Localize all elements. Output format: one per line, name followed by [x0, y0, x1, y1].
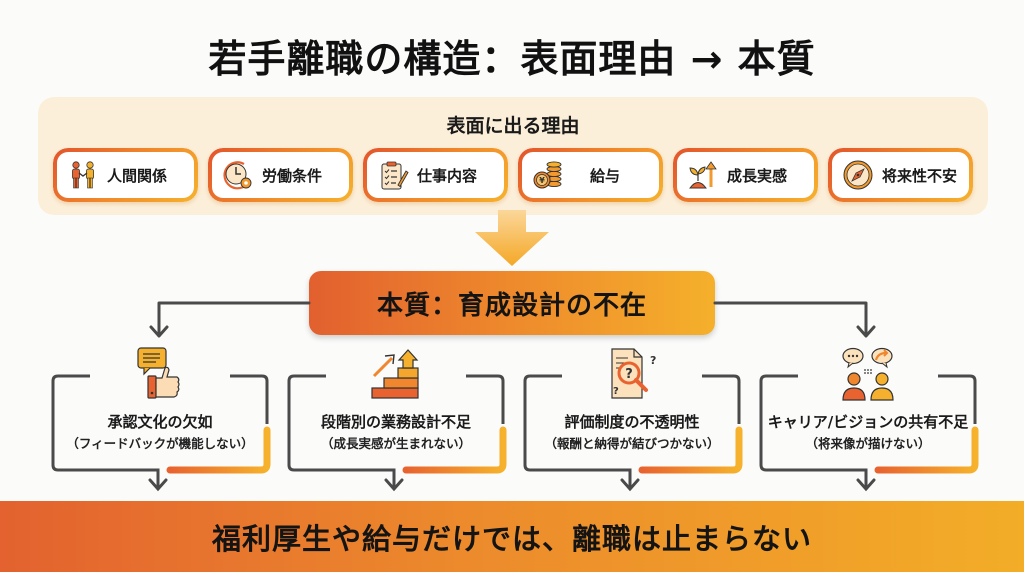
down-arrow-icon — [475, 210, 549, 266]
document-magnifier-question-icon: ? ? ? — [611, 348, 656, 399]
surface-reasons-heading: 表面に出る理由 — [446, 115, 580, 137]
svg-text:¥: ¥ — [539, 176, 545, 185]
cause-card-evaluation: ? ? ? 評価制度の不透明性 （報酬と納得が結びつかない） — [522, 346, 743, 496]
cause-card-career-vision: キャリア/ビジョンの共有不足 （将来像が描けない） — [758, 346, 979, 496]
reason-pill-growth: 成長実感 — [673, 148, 818, 202]
cause-card-recognition: 承認文化の欠如 （フィードバックが機能しない） — [50, 346, 271, 496]
speech-bubble-thumbs-up-icon — [137, 347, 180, 399]
footer-banner: 福利厚生や給与だけでは、離職は止まらない — [0, 501, 1024, 572]
svg-text:?: ? — [625, 367, 633, 382]
cause-subtitle: （将来像が描けない） — [805, 436, 931, 451]
footer-message: 福利厚生や給与だけでは、離職は止まらない — [211, 521, 812, 556]
cause-subtitle: （成長実感が生まれない） — [320, 436, 471, 451]
clock-gear-icon — [223, 161, 252, 190]
reason-pill-future-anxiety: 将来性不安 — [828, 148, 973, 202]
essence-box: 本質：育成設計の不在 — [309, 271, 715, 335]
reason-pill-salary: ¥ 給与 — [518, 148, 663, 202]
cause-title: 承認文化の欠如 — [107, 413, 213, 431]
reason-label: 成長実感 — [727, 166, 788, 185]
card-frame — [51, 372, 271, 492]
reason-label: 人間関係 — [107, 166, 168, 185]
card-frame — [523, 372, 743, 492]
handshake-people-icon — [72, 161, 94, 189]
stairs-arrow-up-icon — [371, 349, 419, 399]
connector-left — [157, 301, 311, 337]
sprout-growth-arrow-icon — [689, 161, 717, 189]
reason-label: 労働条件 — [262, 166, 323, 185]
reason-pill-relationships: 人間関係 — [53, 148, 198, 202]
connector-left-arrowhead — [149, 325, 169, 338]
card-frame — [287, 372, 507, 492]
cause-subtitle: （報酬と納得が結びつかない） — [544, 436, 720, 451]
yen-coins-icon: ¥ — [533, 161, 562, 189]
reason-pill-job-content: 仕事内容 — [363, 148, 508, 202]
clipboard-checklist-icon — [381, 161, 409, 190]
svg-text:?: ? — [613, 386, 619, 397]
reason-label: 仕事内容 — [417, 166, 478, 185]
surface-reasons-panel: 表面に出る理由 人間関係 労働条件 — [38, 97, 988, 215]
connector-right-arrowhead — [856, 325, 876, 338]
essence-label: 本質：育成設計の不在 — [376, 290, 647, 321]
cause-title: 評価制度の不透明性 — [564, 413, 700, 431]
cause-subtitle: （フィードバックが機能しない） — [66, 436, 254, 451]
connector-right — [713, 301, 868, 337]
two-people-conversation-icon — [842, 347, 894, 401]
svg-text:?: ? — [650, 354, 656, 367]
cause-title: キャリア/ビジョンの共有不足 — [767, 413, 969, 431]
page-title: 若手離職の構造：表面理由 → 本質 — [208, 37, 816, 81]
cause-title: 段階別の業務設計不足 — [320, 413, 471, 431]
compass-icon — [843, 160, 873, 190]
reason-label: 給与 — [590, 166, 621, 185]
reason-pill-working-conditions: 労働条件 — [208, 148, 353, 202]
card-frame — [759, 372, 979, 492]
cause-card-staged-design: 段階別の業務設計不足 （成長実感が生まれない） — [286, 346, 507, 496]
reason-label: 将来性不安 — [882, 166, 958, 185]
